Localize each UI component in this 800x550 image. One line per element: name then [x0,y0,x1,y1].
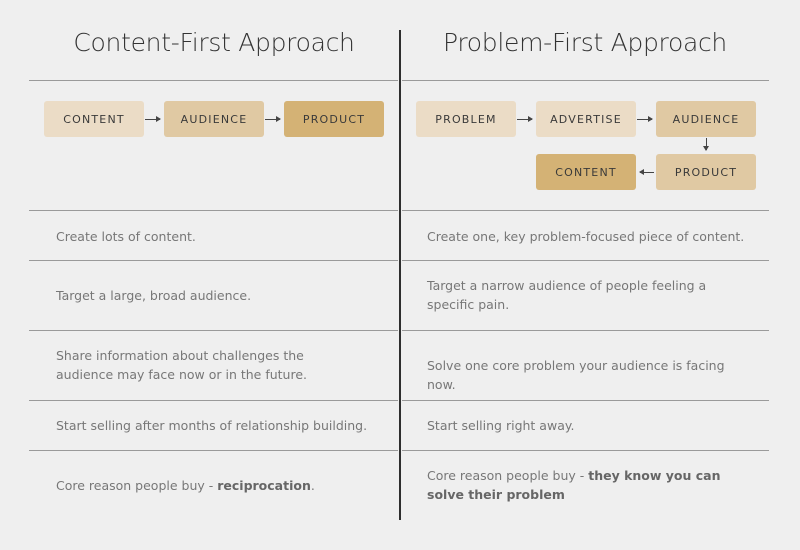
row-separator [29,450,398,451]
left-row-5-emphasis: reciprocation [217,478,311,493]
content-first-title: Content-First Approach [73,28,355,57]
left-row-2: Target a large, broad audience. [56,288,252,303]
row-separator [402,80,769,81]
left-row-1: Create lots of content. [56,229,196,244]
row-separator [402,260,769,261]
row-separator [402,400,769,401]
problem-first-title: Problem-First Approach [443,28,727,57]
arrow-right-icon [637,116,653,122]
right-row-5-emphasis: they know you can solve their problem [427,468,721,502]
flow-box-advertise: ADVERTISE [536,101,636,137]
right-row-5: Core reason people buy - they know you c… [427,466,747,504]
flow-box-audience: AUDIENCE [656,101,756,137]
row-separator [402,210,769,211]
row-separator [29,400,398,401]
left-row-3: Share information about challenges the a… [56,348,308,382]
arrow-right-icon [265,116,281,122]
right-row-1: Create one, key problem-focused piece of… [427,229,745,244]
row-separator [402,330,769,331]
row-separator [29,260,398,261]
row-separator [29,330,398,331]
column-divider [399,30,401,520]
arrow-right-icon [145,116,161,122]
flow-box-content: CONTENT [44,101,144,137]
row-separator [29,80,398,81]
flow-box-problem: PROBLEM [416,101,516,137]
left-row-4: Start selling after months of relationsh… [56,418,368,433]
left-row-5-prefix: Core reason people buy - [56,478,218,493]
arrow-left-icon [639,169,654,175]
row-separator [29,210,398,211]
flow-box-product: PRODUCT [656,154,756,190]
left-row-5-suffix: . [310,478,315,493]
right-row-4: Start selling right away. [427,418,575,433]
row-separator [402,450,769,451]
flow-box-product: PRODUCT [284,101,384,137]
left-row-5: Core reason people buy - reciprocation. [56,476,376,495]
flow-box-audience: AUDIENCE [164,101,264,137]
right-row-3: Solve one core problem your audience is … [427,358,725,392]
flow-box-content: CONTENT [536,154,636,190]
right-row-2: Target a narrow audience of people feeli… [427,278,707,312]
right-row-5-prefix: Core reason people buy - [427,468,589,483]
arrow-down-icon [703,138,709,151]
arrow-right-icon [517,116,533,122]
